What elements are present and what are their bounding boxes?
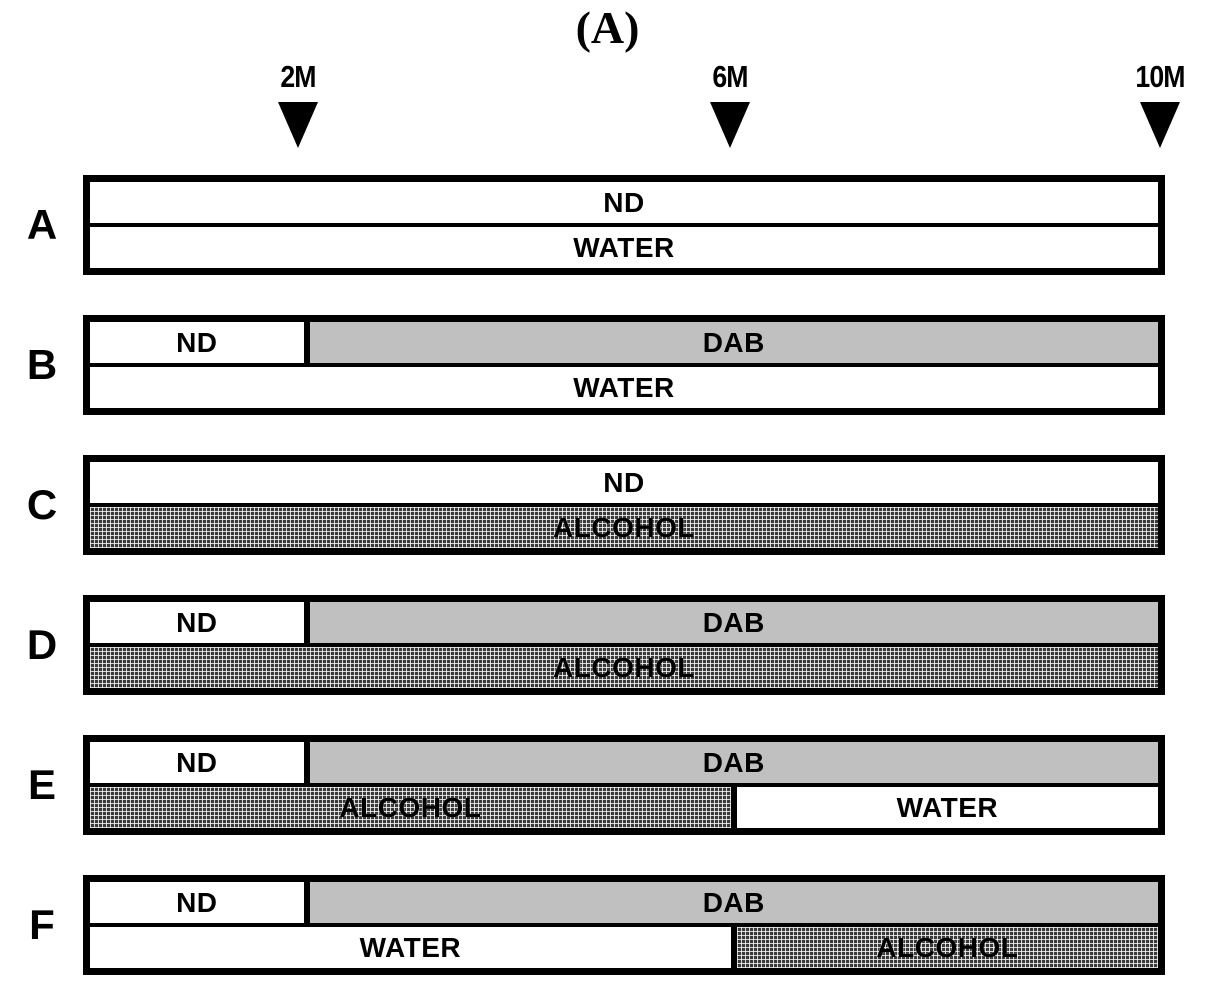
timeline-marker-2m: 2M bbox=[238, 60, 358, 148]
fluid-track: ALCOHOL bbox=[90, 507, 1158, 548]
treatment-row-a: A ND WATER bbox=[0, 175, 1215, 275]
segment-nd: ND bbox=[90, 742, 304, 783]
diet-track: ND DAB bbox=[90, 742, 1158, 783]
segment-label: ND bbox=[176, 886, 218, 918]
segment-nd: ND bbox=[90, 882, 304, 923]
row-letter-label: F bbox=[29, 901, 55, 948]
fluid-track: ALCOHOL WATER bbox=[90, 787, 1158, 828]
segment-dab: DAB bbox=[303, 322, 1158, 363]
timeline-bar: ND DAB ALCOHOL WATER bbox=[83, 735, 1165, 835]
row-letter-label: C bbox=[26, 481, 58, 528]
segment-label: ALCOHOL bbox=[553, 651, 695, 683]
diet-track: ND DAB bbox=[90, 882, 1158, 923]
segment-label: ND bbox=[176, 326, 218, 358]
segment-label: ND bbox=[603, 466, 645, 498]
timeline-bar: ND DAB WATER bbox=[83, 315, 1165, 415]
segment-alcohol: ALCOHOL bbox=[90, 787, 731, 828]
segment-dab: DAB bbox=[303, 742, 1158, 783]
segment-label: ND bbox=[603, 186, 645, 218]
diet-track: ND bbox=[90, 182, 1158, 223]
segment-label: DAB bbox=[702, 746, 765, 778]
segment-label: ALCOHOL bbox=[876, 931, 1019, 963]
segment-label: WATER bbox=[896, 791, 999, 823]
segment-label: WATER bbox=[573, 371, 675, 403]
segment-water: WATER bbox=[90, 927, 731, 968]
timeline-marker-label: 2M bbox=[280, 59, 316, 94]
diet-track: ND bbox=[90, 462, 1158, 503]
panel-title: (A) bbox=[575, 2, 640, 53]
segment-alcohol: ALCOHOL bbox=[90, 507, 1158, 548]
segment-dab: DAB bbox=[303, 602, 1158, 643]
segment-label: DAB bbox=[702, 606, 765, 638]
segment-nd: ND bbox=[90, 462, 1158, 503]
down-triangle-marker-icon bbox=[1140, 102, 1180, 148]
row-letter-label: E bbox=[27, 761, 56, 808]
down-triangle-marker-icon bbox=[278, 102, 318, 148]
timeline-marker-6m: 6M bbox=[670, 60, 790, 148]
segment-nd: ND bbox=[90, 182, 1158, 223]
timeline-axis: 2M 6M 10M bbox=[0, 0, 1215, 175]
segment-water: WATER bbox=[730, 787, 1158, 828]
segment-label: WATER bbox=[359, 931, 462, 963]
timeline-marker-label: 10M bbox=[1135, 59, 1185, 94]
timeline-marker-label: 6M bbox=[712, 59, 748, 94]
segment-alcohol: ALCOHOL bbox=[90, 647, 1158, 688]
segment-label: ND bbox=[176, 746, 218, 778]
segment-dab: DAB bbox=[303, 882, 1158, 923]
row-letter-label: A bbox=[26, 201, 58, 248]
down-triangle-marker-icon bbox=[710, 102, 750, 148]
timeline-bar: ND WATER bbox=[83, 175, 1165, 275]
fluid-track: WATER bbox=[90, 367, 1158, 408]
treatment-row-e: E ND DAB ALCOHOL WATER bbox=[0, 735, 1215, 835]
segment-label: DAB bbox=[702, 326, 765, 358]
segment-nd: ND bbox=[90, 602, 304, 643]
timeline-bar: ND DAB WATER ALCOHOL bbox=[83, 875, 1165, 975]
diet-track: ND DAB bbox=[90, 322, 1158, 363]
segment-water: WATER bbox=[90, 367, 1158, 408]
diet-track: ND DAB bbox=[90, 602, 1158, 643]
treatment-row-b: B ND DAB WATER bbox=[0, 315, 1215, 415]
fluid-track: WATER bbox=[90, 227, 1158, 268]
timeline-bar: ND ALCOHOL bbox=[83, 455, 1165, 555]
timeline-marker-10m: 10M bbox=[1100, 60, 1215, 148]
segment-label: ALCOHOL bbox=[339, 791, 482, 823]
segment-water: WATER bbox=[90, 227, 1158, 268]
segment-label: WATER bbox=[573, 231, 675, 263]
fluid-track: WATER ALCOHOL bbox=[90, 927, 1158, 968]
row-letter-label: B bbox=[26, 341, 58, 388]
segment-nd: ND bbox=[90, 322, 304, 363]
row-letter-label: D bbox=[26, 621, 58, 668]
treatment-row-f: F ND DAB WATER ALCOHOL bbox=[0, 875, 1215, 975]
segment-label: DAB bbox=[702, 886, 765, 918]
fluid-track: ALCOHOL bbox=[90, 647, 1158, 688]
segment-label: ALCOHOL bbox=[553, 511, 695, 543]
segment-alcohol: ALCOHOL bbox=[730, 927, 1158, 968]
segment-label: ND bbox=[176, 606, 218, 638]
treatment-row-c: C ND ALCOHOL bbox=[0, 455, 1215, 555]
